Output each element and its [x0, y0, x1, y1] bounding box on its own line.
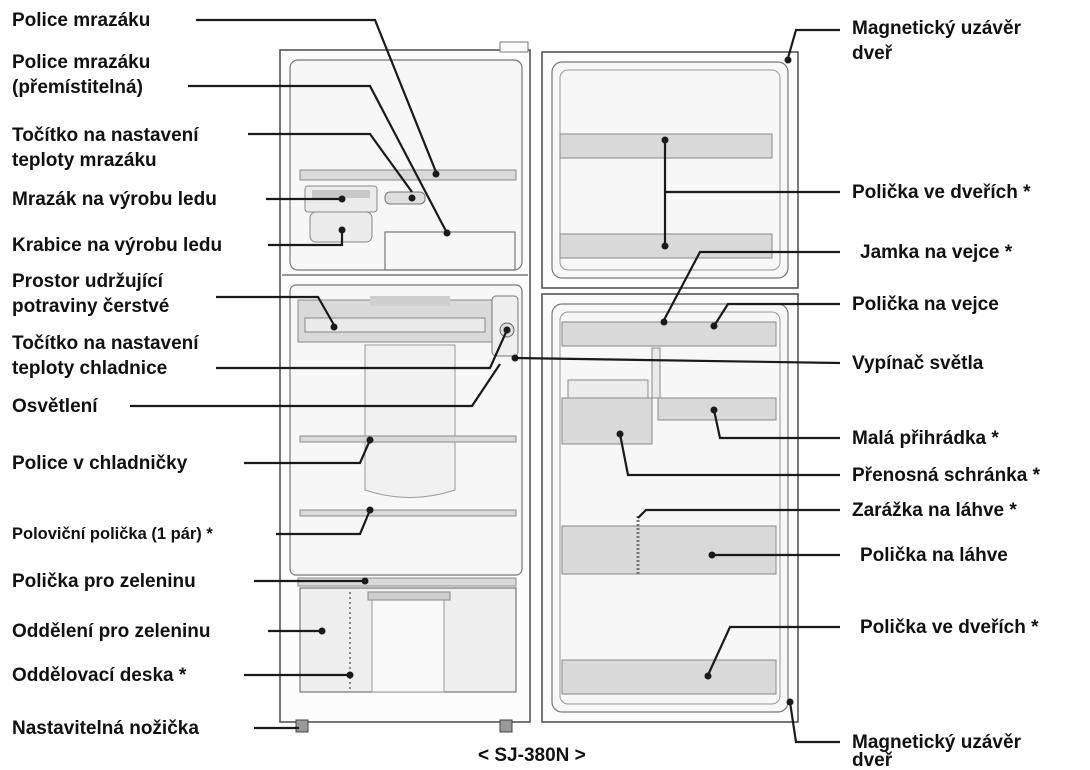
portable-box: [561, 397, 653, 445]
freezer-dial: [384, 191, 426, 205]
leader-lines-right: [511, 28, 841, 744]
label-freezer-shelf-movable: Police mrazáku: [12, 52, 151, 73]
label-door-shelf-top: Polička ve dveřích *: [852, 182, 1031, 203]
label-fresh-zone: Prostor udržující: [12, 271, 163, 292]
label-half-shelf: Poloviční polička (1 pár) *: [12, 525, 213, 543]
label-bottle-stopper: Zarážka na láhve *: [852, 500, 1017, 521]
leader-lines-left: [130, 18, 511, 730]
label-ice-box: Krabice na výrobu ledu: [12, 235, 223, 256]
label-magnet-top: Magnetický uzávěr: [852, 18, 1021, 39]
label-ice-maker: Mrazák na výrobu ledu: [12, 189, 217, 210]
fridge-shelf: [299, 435, 517, 443]
label-magnet-bottom: Magnetický uzávěr: [852, 732, 1021, 753]
label-light-switch: Vypínač světla: [852, 353, 984, 374]
label-freezer-dial-2: teploty mrazáku: [12, 150, 157, 171]
fridge-doors: [541, 51, 799, 723]
label-vegetable-shelf: Polička pro zeleninu: [12, 571, 196, 592]
fridge-cabinet: [279, 41, 531, 733]
label-fresh-zone-2: potraviny čerstvé: [12, 296, 170, 317]
label-divider-plate: Oddělovací deska *: [12, 665, 187, 686]
label-portable-box: Přenosná schránka *: [852, 465, 1040, 486]
label-adjustable-foot: Nastavitelná nožička: [12, 718, 199, 739]
model-caption: < SJ-380N >: [478, 745, 586, 766]
label-lighting: Osvětlení: [12, 396, 98, 417]
half-shelf: [299, 509, 517, 517]
portable-box-lid: [567, 379, 649, 401]
freezer-shelf: [299, 169, 517, 181]
label-vegetable-compartment: Oddělení pro zeleninu: [12, 621, 211, 642]
label-egg-shelf: Polička na vejce: [852, 294, 999, 315]
label-fridge-dial-2: teploty chladnice: [12, 358, 168, 379]
label-freezer-shelf-movable-2: (přemístitelná): [12, 77, 143, 98]
adjustable-foot: [295, 719, 309, 733]
label-door-shelf-bottom: Polička ve dveřích *: [860, 617, 1039, 638]
label-freezer-dial: Točítko na nastavení: [12, 125, 199, 146]
egg-shelf: [561, 321, 777, 347]
label-magnet-top-2: dveř: [852, 43, 893, 64]
bottle-shelf: [561, 525, 777, 575]
label-small-compartment: Malá přihrádka *: [852, 428, 999, 449]
label-magnet-bottom-2: dveř: [852, 750, 893, 770]
label-egg-cup: Jamka na vejce *: [860, 242, 1013, 263]
label-fridge-shelf: Police v chladničky: [12, 453, 188, 474]
label-fridge-dial: Točítko na nastavení: [12, 333, 199, 354]
door-shelf-bottom: [561, 659, 777, 695]
label-bottle-shelf: Polička na láhve: [860, 545, 1008, 566]
label-freezer-shelf: Police mrazáku: [12, 10, 151, 31]
